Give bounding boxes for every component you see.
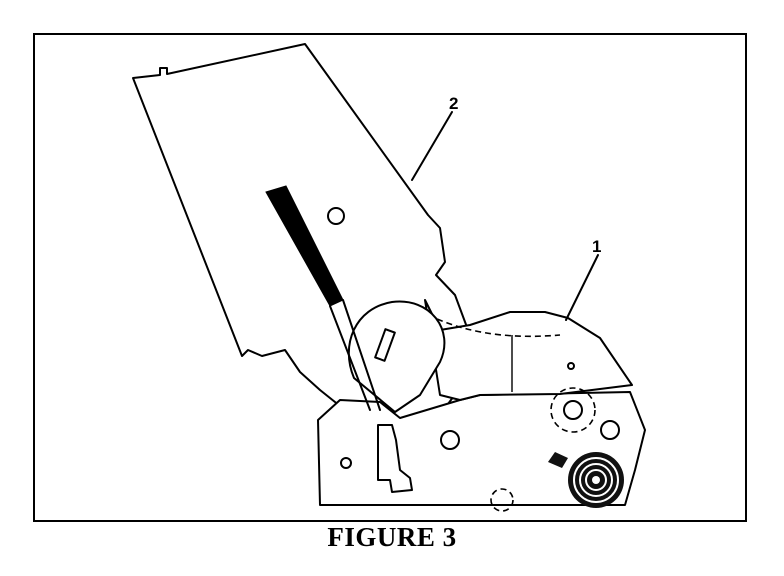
tension-spring <box>265 185 381 411</box>
part-1-base-bracket <box>317 299 646 506</box>
callout-2-label: 2 <box>449 94 458 113</box>
base-holes <box>327 207 620 512</box>
callout-1-label: 1 <box>592 237 601 256</box>
latch-lever <box>377 424 413 493</box>
pivot-disk <box>347 300 446 413</box>
callout-1: 1 <box>565 237 601 321</box>
figure-caption: FIGURE 3 <box>327 522 457 552</box>
clock-spring <box>548 452 624 508</box>
callout-2: 2 <box>411 94 458 181</box>
